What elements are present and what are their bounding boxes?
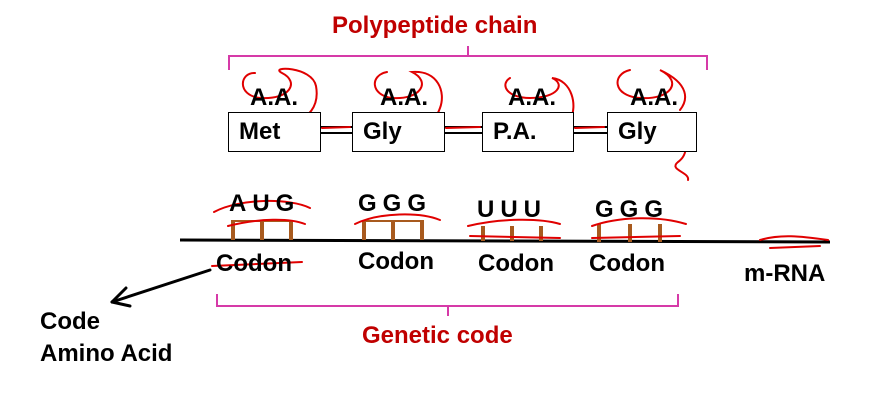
aa-tag-2: A.A. (380, 84, 428, 111)
codon-bases-4: GGG (595, 196, 670, 223)
codon-label-3: Codon (478, 250, 554, 277)
amino-acid-box-gly-2: Gly (607, 112, 697, 152)
mrna-strand (179, 238, 831, 244)
amino-acid-box-met: Met (228, 112, 321, 152)
codon-label-2: Codon (358, 248, 434, 275)
amino-acid-box-gly-1: Gly (352, 112, 445, 152)
amino-acid-box-pa: P.A. (482, 112, 574, 152)
code-arrow (110, 268, 212, 308)
codon-stems (231, 220, 662, 242)
codon-bases-3: UUU (477, 196, 547, 223)
aa-tag-3: A.A. (508, 84, 556, 111)
genetic-code-brace (216, 294, 679, 316)
codon-label-1: Codon (216, 250, 292, 277)
genetic-code-label: Genetic code (362, 322, 513, 349)
polypeptide-brace (228, 46, 708, 70)
mrna-label: m-RNA (744, 260, 826, 287)
code-note-line1: Code (40, 308, 100, 335)
codon-bases-2: GGG (358, 190, 433, 217)
aa-tag-1: A.A. (250, 84, 298, 111)
handwritten-annotations (211, 67, 829, 267)
codon-bases-1: AUG (229, 190, 301, 217)
aa-tag-4: A.A. (630, 84, 678, 111)
code-note-line2: Amino Acid (40, 340, 173, 367)
codon-label-4: Codon (589, 250, 665, 277)
polypeptide-chain-title: Polypeptide chain (332, 12, 538, 39)
